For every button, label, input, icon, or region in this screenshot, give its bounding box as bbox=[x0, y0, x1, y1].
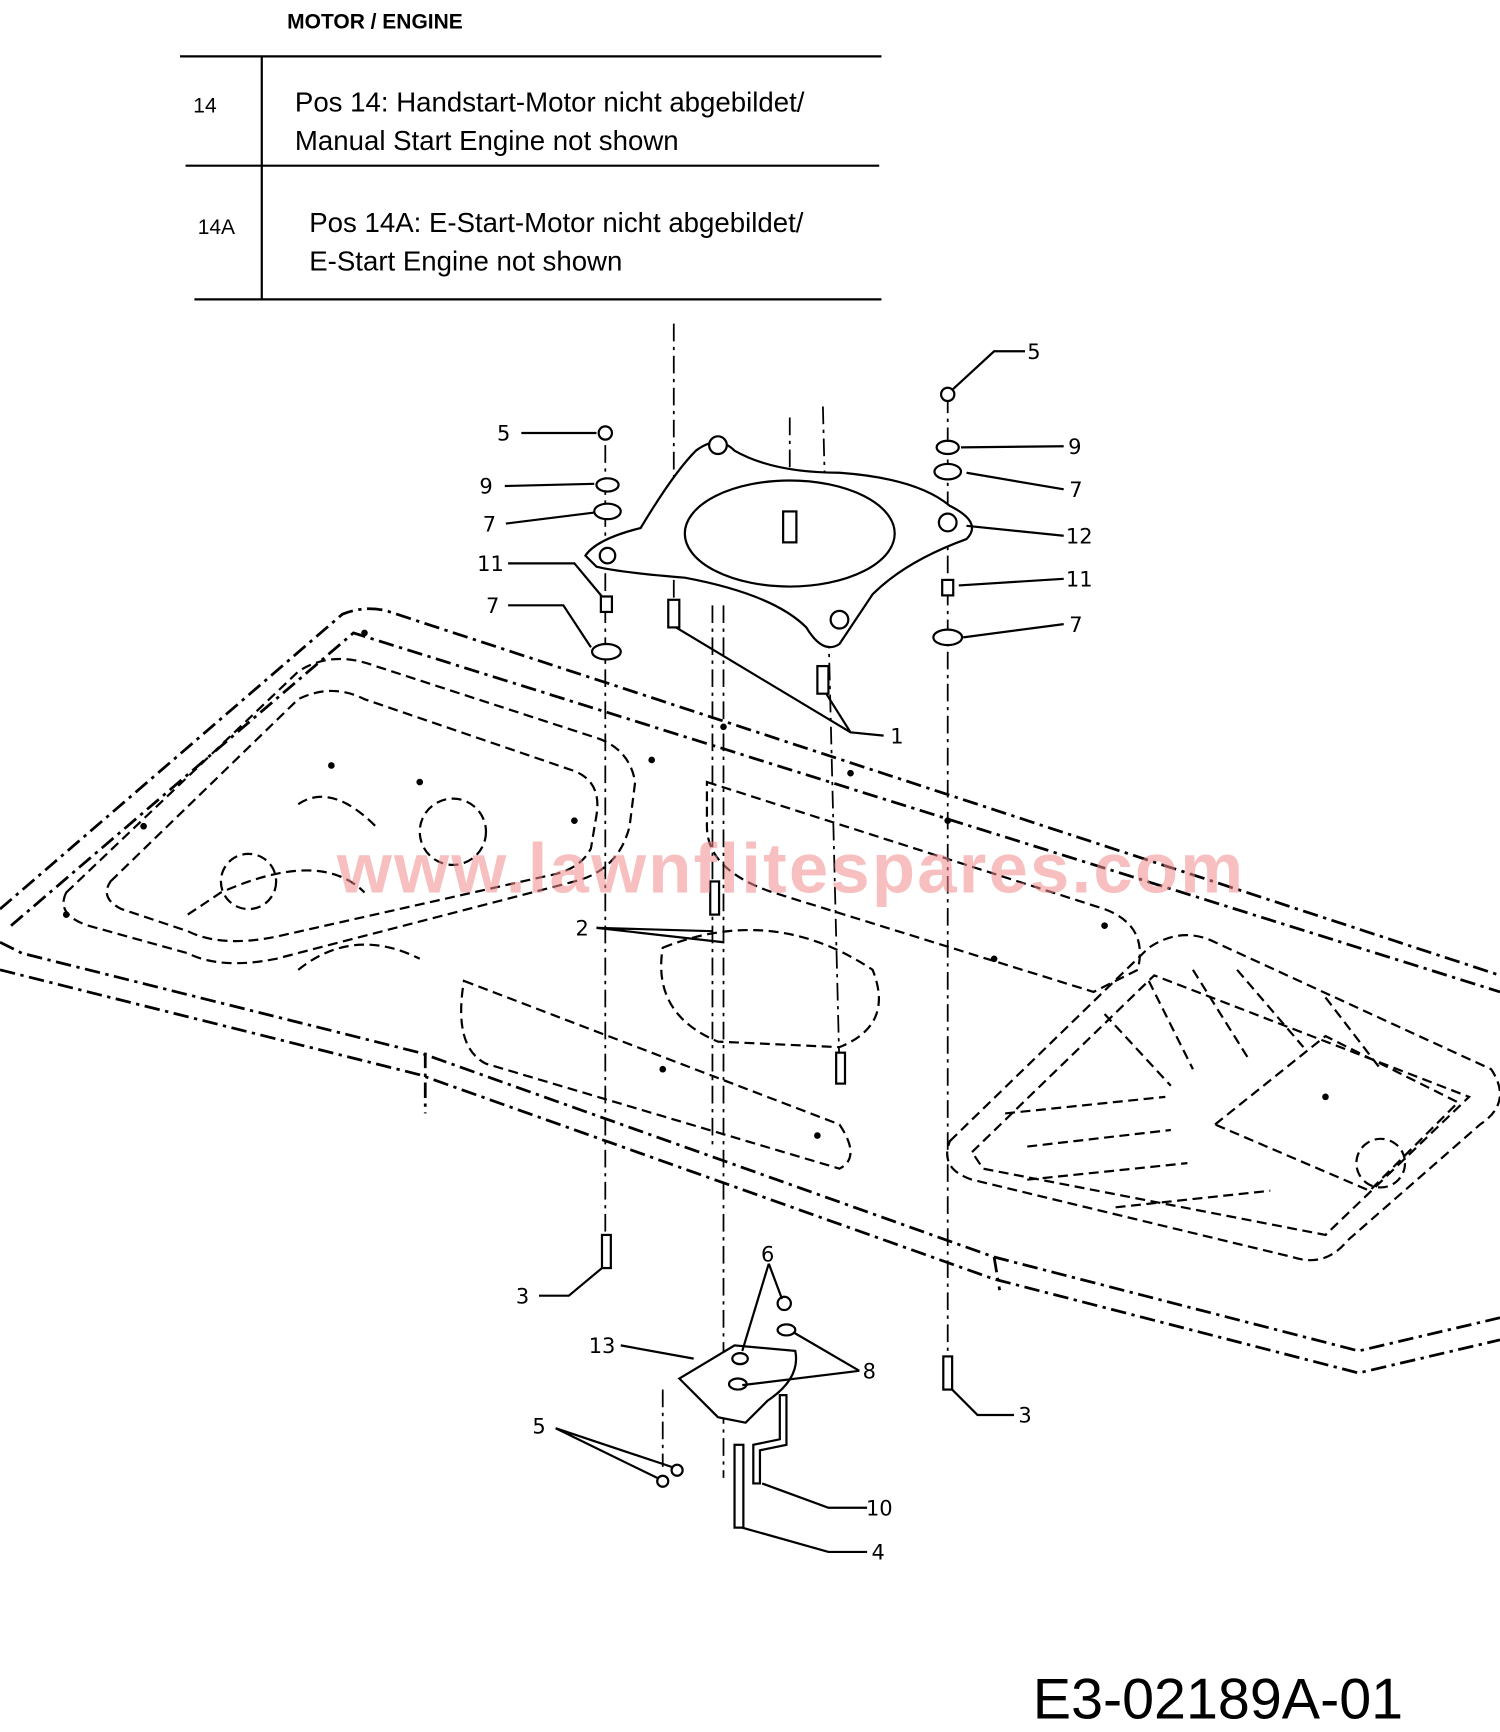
section-title: MOTOR / ENGINE bbox=[287, 11, 463, 34]
callout: 2 bbox=[575, 917, 588, 941]
callout: 7 bbox=[483, 512, 496, 536]
callout: 8 bbox=[863, 1360, 876, 1384]
callout: 11 bbox=[1066, 568, 1093, 592]
row-note-de: Pos 14A: E-Start-Motor nicht abgebildet/ bbox=[309, 207, 803, 238]
callout-labels: 5 5 9 7 11 7 9 7 12 11 7 1 2 3 6 13 8 5 … bbox=[477, 340, 1092, 1565]
callout: 7 bbox=[486, 594, 499, 618]
table-row: 14A Pos 14A: E-Start-Motor nicht abgebil… bbox=[198, 207, 804, 277]
mower-deck bbox=[0, 607, 1500, 1375]
callout: 10 bbox=[866, 1496, 893, 1520]
row-pos: 14A bbox=[198, 216, 235, 239]
callout: 3 bbox=[1018, 1404, 1031, 1428]
callout: 4 bbox=[872, 1541, 885, 1565]
callout: 5 bbox=[497, 422, 510, 446]
row-note-de: Pos 14: Handstart-Motor nicht abgebildet… bbox=[295, 87, 805, 118]
callout: 9 bbox=[1068, 435, 1081, 459]
table-row: 14 Pos 14: Handstart-Motor nicht abgebil… bbox=[193, 87, 804, 157]
diagram-code: E3-02189A-01 bbox=[1033, 1668, 1403, 1732]
watermark: www.lawnflitespares.com bbox=[336, 829, 1245, 908]
callout: 13 bbox=[589, 1334, 616, 1358]
callout: 11 bbox=[477, 552, 504, 576]
callout: 7 bbox=[1069, 478, 1082, 502]
callout: 1 bbox=[890, 724, 903, 748]
callout: 9 bbox=[479, 475, 492, 499]
callout: 6 bbox=[761, 1242, 774, 1266]
callout: 7 bbox=[1069, 613, 1082, 637]
row-note-en: E-Start Engine not shown bbox=[309, 246, 622, 277]
row-note-en: Manual Start Engine not shown bbox=[295, 125, 679, 156]
callout: 12 bbox=[1066, 524, 1093, 548]
callout: 3 bbox=[516, 1284, 529, 1308]
row-pos: 14 bbox=[193, 95, 217, 118]
leader-lines bbox=[504, 350, 1064, 1554]
fasteners bbox=[590, 386, 964, 1529]
callout: 5 bbox=[1027, 340, 1040, 364]
callout: 5 bbox=[532, 1415, 545, 1439]
engine-mount-plate bbox=[583, 435, 974, 695]
